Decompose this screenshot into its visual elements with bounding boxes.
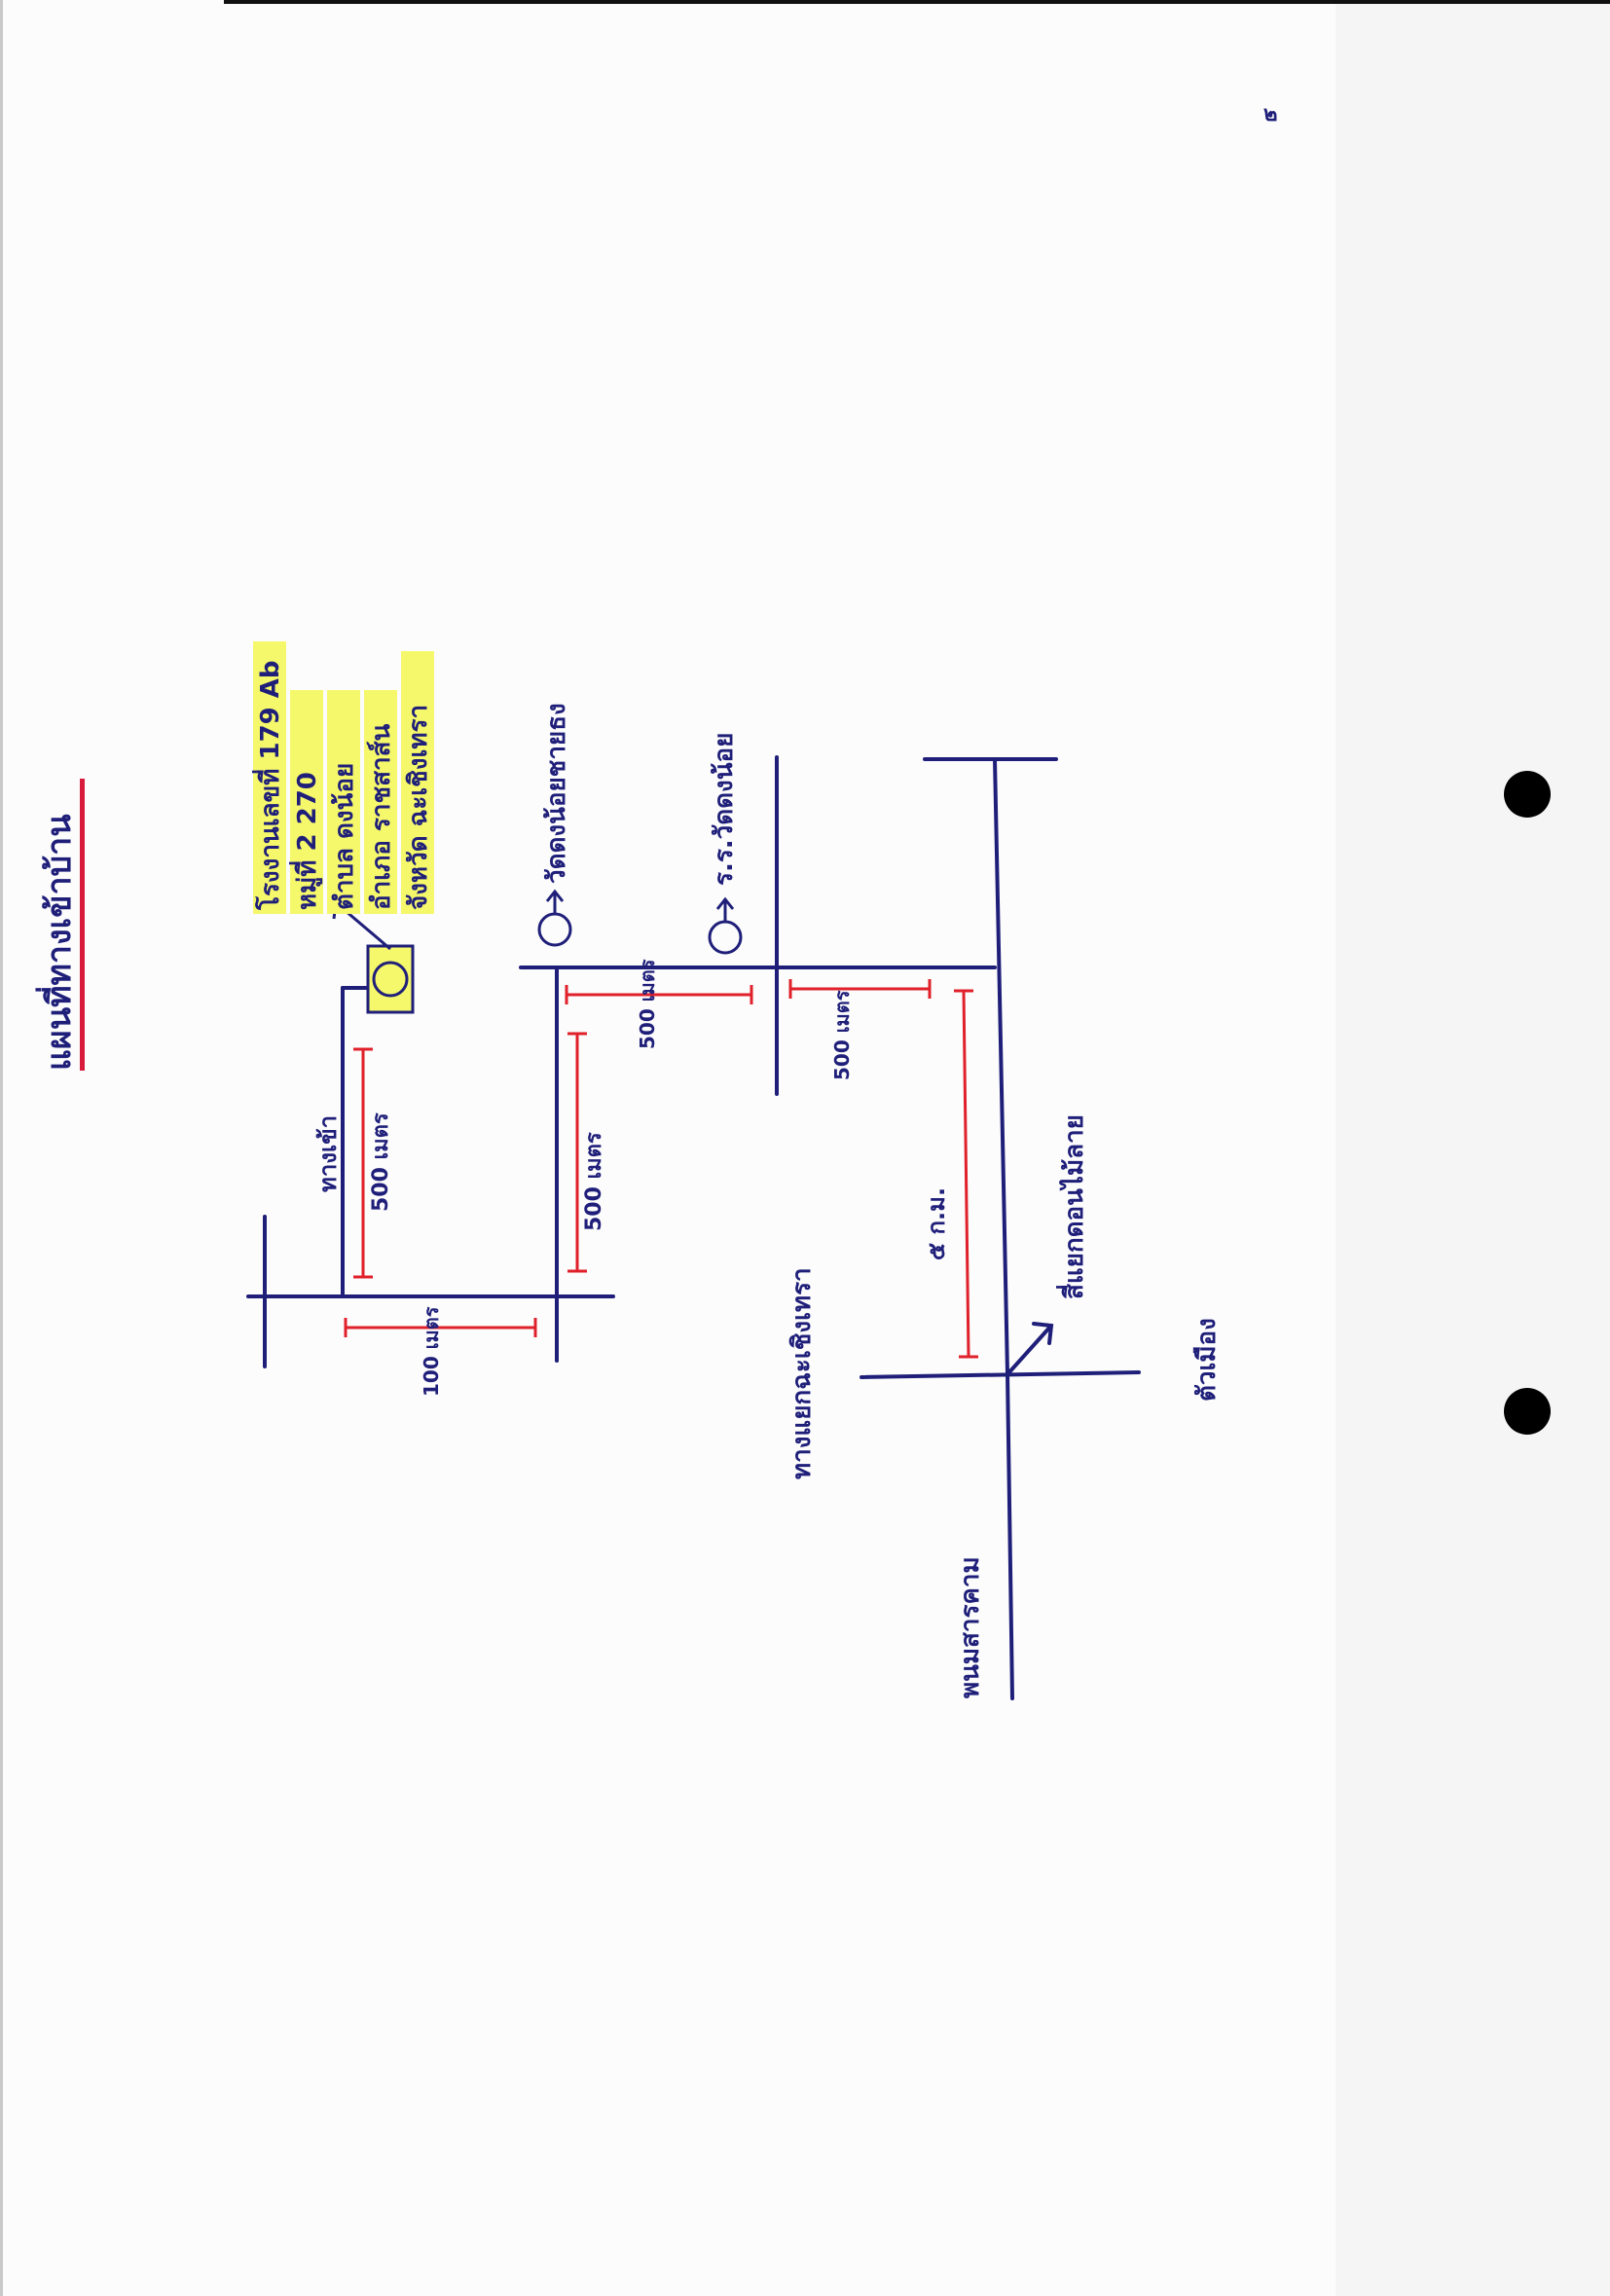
- distance-markers: [344, 979, 978, 1359]
- bangkhla-junction-label: ทางแยกฉะเชิงเทรา: [787, 1267, 817, 1479]
- address-block: โรงงานเลขที่ 179 Ab หมู่ที่ 2 270 ตำบล ด…: [251, 641, 434, 914]
- address-line-2: หมู่ที่ 2 270: [288, 772, 323, 910]
- road-to-phanom: [1006, 1372, 1014, 1700]
- address-highlight-5: [401, 651, 434, 914]
- title-underline: [80, 779, 85, 1071]
- distance-top-b-label: 500 เมตร: [830, 990, 854, 1080]
- temple-label: วัดดงน้อยชายธง: [542, 703, 571, 884]
- punch-hole-lower: [1504, 1388, 1551, 1435]
- punch-hole-upper: [1504, 771, 1551, 818]
- junction-arrow-shaft: [1006, 1324, 1053, 1376]
- map-title: แผนที่ทางเข้าบ้าน: [35, 815, 79, 1071]
- page-left-edge: [0, 0, 3, 2296]
- address-highlight-3: [327, 690, 360, 914]
- junction-arrow-head: [1032, 1322, 1054, 1345]
- top-border-line: [224, 0, 1610, 4]
- address-highlight-1: [253, 641, 286, 914]
- address-highlight-4: [364, 690, 397, 914]
- school-circle-icon: [708, 920, 743, 955]
- temple-arrow-head: [545, 889, 565, 902]
- house-box: [366, 944, 415, 1014]
- address-line-1: โรงงานเลขที่ 179 Ab: [251, 660, 285, 911]
- school-arrow-head: [715, 896, 735, 910]
- address-line-4: อำเภอ ราชสาส์น: [366, 724, 396, 910]
- school-label: ร.ร.วัดดงน้อย: [710, 733, 739, 886]
- road-main-vertical: [993, 757, 1009, 1376]
- roads: [246, 755, 1141, 1700]
- km-label: ๕ ก.ม.: [923, 1187, 950, 1260]
- school-marker: ร.ร.วัดดงน้อย: [708, 733, 743, 955]
- address-line-3: ตำบล ดงน้อย: [330, 763, 359, 910]
- address-line-5: จังหวัด ฉะเชิงเทรา: [404, 705, 433, 910]
- distance-lane-label: 500 เมตร: [369, 1112, 393, 1212]
- lane-label: ทางเข้า: [314, 1115, 342, 1192]
- distance-second-label: 500 เมตร: [582, 1132, 606, 1231]
- to-town-label: ตัวเมือง: [1192, 1318, 1222, 1402]
- measure-km: [962, 990, 970, 1358]
- address-highlight-2: [290, 690, 323, 914]
- road-main-junction: [860, 1370, 1141, 1379]
- page-number: ๒: [1263, 102, 1278, 127]
- house-circle-icon: [372, 961, 409, 998]
- temple-marker: วัดดงน้อยชายธง: [537, 703, 572, 947]
- temple-circle-icon: [537, 912, 572, 947]
- page-margin-strip: [1336, 0, 1610, 2296]
- main-junction-label: สี่แยกดอนไม้ลาย: [1055, 1114, 1089, 1299]
- phanomsarakham-label: พนมสารคาม: [956, 1556, 985, 1698]
- distance-100-label: 100 เมตร: [420, 1306, 443, 1397]
- house-marker: [332, 901, 415, 1014]
- distance-top-a-label: 500 เมตร: [636, 959, 659, 1049]
